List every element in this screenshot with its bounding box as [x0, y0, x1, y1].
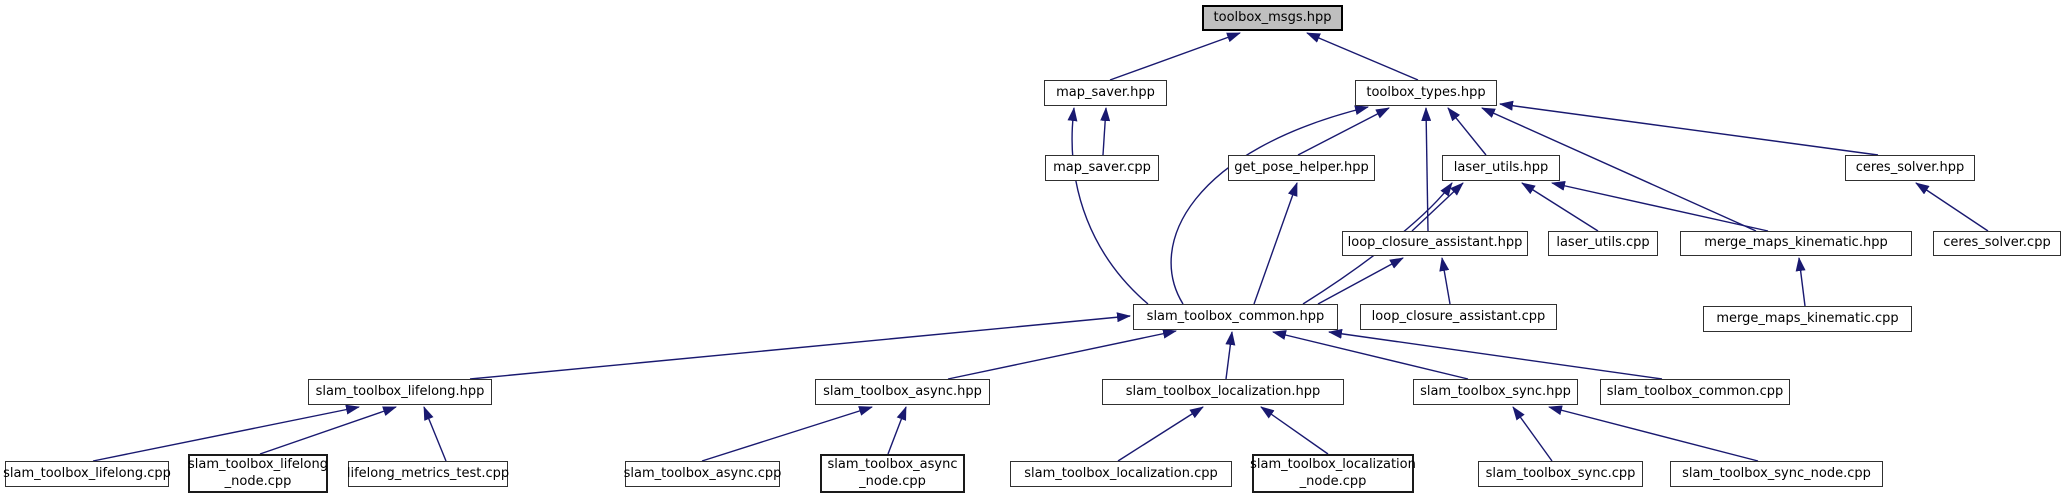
node-merge-maps-kinematic-hpp[interactable]: merge_maps_kinematic.hpp: [1680, 231, 1912, 256]
edge-loop-closure-assistant-hpp-to-laser-utils-hpp: [1411, 182, 1464, 232]
edge-slam-toolbox-sync-node-cpp-to-slam-toolbox-sync-hpp: [1548, 405, 1759, 462]
node-map-saver-cpp[interactable]: map_saver.cpp: [1045, 155, 1159, 181]
node-slam-toolbox-async-node-cpp[interactable]: slam_toolbox_async _node.cpp: [820, 454, 965, 493]
edge-slam-toolbox-lifelong-hpp-to-slam-toolbox-common-hpp: [469, 312, 1131, 380]
node-loop-closure-assistant-cpp[interactable]: loop_closure_assistant.cpp: [1360, 304, 1557, 330]
node-slam-toolbox-async-hpp[interactable]: slam_toolbox_async.hpp: [815, 379, 990, 405]
edge-ceres-solver-cpp-to-ceres-solver-hpp: [1915, 182, 1989, 232]
edge-loop-closure-assistant-cpp-to-loop-closure-assistant-hpp: [1439, 257, 1451, 305]
edge-merge-maps-kinematic-hpp-to-toolbox-types-hpp: [1481, 107, 1757, 232]
edge-slam-toolbox-async-node-cpp-to-slam-toolbox-async-hpp: [887, 406, 907, 455]
edge-slam-toolbox-localization-hpp-to-slam-toolbox-common-hpp: [1225, 331, 1236, 380]
node-get-pose-helper-hpp[interactable]: get_pose_helper.hpp: [1228, 155, 1375, 181]
node-slam-toolbox-sync-cpp[interactable]: slam_toolbox_sync.cpp: [1478, 461, 1643, 487]
node-toolbox-types-hpp[interactable]: toolbox_types.hpp: [1355, 80, 1497, 106]
edge-slam-toolbox-localization-cpp-to-slam-toolbox-localization-hpp: [1117, 406, 1204, 462]
edge-get-pose-helper-hpp-to-toolbox-types-hpp: [1297, 107, 1390, 156]
node-slam-toolbox-lifelong-node-cpp[interactable]: slam_toolbox_lifelong _node.cpp: [188, 454, 328, 493]
node-slam-toolbox-common-hpp[interactable]: slam_toolbox_common.hpp: [1133, 304, 1338, 330]
edge-slam-toolbox-common-cpp-to-slam-toolbox-common-hpp: [1328, 328, 1663, 380]
edge-slam-toolbox-common-hpp-to-map-saver-hpp: [1067, 107, 1149, 305]
edge-merge-maps-kinematic-hpp-to-laser-utils-hpp: [1551, 180, 1769, 232]
edge-laser-utils-cpp-to-laser-utils-hpp: [1521, 182, 1599, 232]
edge-slam-toolbox-lifelong-cpp-to-slam-toolbox-lifelong-hpp: [92, 404, 360, 462]
edge-ceres-solver-hpp-to-toolbox-types-hpp: [1499, 100, 1879, 156]
node-map-saver-hpp[interactable]: map_saver.hpp: [1044, 80, 1167, 106]
node-slam-toolbox-common-cpp[interactable]: slam_toolbox_common.cpp: [1600, 379, 1790, 405]
edge-slam-toolbox-sync-cpp-to-slam-toolbox-sync-hpp: [1512, 406, 1553, 462]
edge-lifelong-metrics-test-cpp-to-slam-toolbox-lifelong-hpp: [423, 406, 447, 462]
edge-laser-utils-hpp-to-toolbox-types-hpp: [1447, 107, 1487, 156]
edge-slam-toolbox-localization-node-cpp-to-slam-toolbox-localization-hpp: [1260, 406, 1329, 455]
node-slam-toolbox-sync-node-cpp[interactable]: slam_toolbox_sync_node.cpp: [1670, 461, 1883, 487]
node-slam-toolbox-lifelong-cpp[interactable]: slam_toolbox_lifelong.cpp: [3, 461, 171, 487]
node-slam-toolbox-localization-cpp[interactable]: slam_toolbox_localization.cpp: [1010, 461, 1232, 487]
edge-slam-toolbox-common-hpp-to-get-pose-helper-hpp: [1253, 182, 1298, 305]
edge-slam-toolbox-lifelong-node-cpp-to-slam-toolbox-lifelong-hpp: [259, 406, 397, 455]
node-laser-utils-cpp[interactable]: laser_utils.cpp: [1548, 231, 1658, 256]
node-laser-utils-hpp[interactable]: laser_utils.hpp: [1442, 155, 1560, 181]
edge-slam-toolbox-async-hpp-to-slam-toolbox-common-hpp: [947, 328, 1177, 380]
node-merge-maps-kinematic-cpp[interactable]: merge_maps_kinematic.cpp: [1703, 306, 1912, 332]
node-ceres-solver-hpp[interactable]: ceres_solver.hpp: [1845, 155, 1975, 181]
node-toolbox-msgs-hpp: toolbox_msgs.hpp: [1202, 5, 1343, 31]
node-ceres-solver-cpp[interactable]: ceres_solver.cpp: [1933, 231, 2061, 256]
edge-slam-toolbox-common-hpp-to-toolbox-types-hpp: [1170, 105, 1369, 305]
node-slam-toolbox-async-cpp[interactable]: slam_toolbox_async.cpp: [624, 461, 781, 487]
edge-map-saver-hpp-to-toolbox-msgs-hpp: [1109, 32, 1241, 81]
node-slam-toolbox-sync-hpp[interactable]: slam_toolbox_sync.hpp: [1413, 379, 1578, 405]
edge-map-saver-cpp-to-map-saver-hpp: [1100, 107, 1111, 156]
edge-toolbox-types-hpp-to-toolbox-msgs-hpp: [1306, 32, 1419, 81]
edge-slam-toolbox-common-hpp-to-loop-closure-assistant-hpp: [1317, 257, 1404, 305]
edge-merge-maps-kinematic-cpp-to-merge-maps-kinematic-hpp: [1795, 257, 1806, 307]
edge-slam-toolbox-sync-hpp-to-slam-toolbox-common-hpp: [1272, 330, 1469, 380]
node-loop-closure-assistant-hpp[interactable]: loop_closure_assistant.hpp: [1342, 231, 1528, 256]
node-lifelong-metrics-test-cpp[interactable]: lifelong_metrics_test.cpp: [347, 461, 509, 487]
edge-slam-toolbox-async-cpp-to-slam-toolbox-async-hpp: [701, 406, 873, 462]
node-slam-toolbox-localization-hpp[interactable]: slam_toolbox_localization.hpp: [1102, 379, 1344, 405]
node-slam-toolbox-localization-node-cpp[interactable]: slam_toolbox_localization _node.cpp: [1250, 454, 1416, 493]
node-slam-toolbox-lifelong-hpp[interactable]: slam_toolbox_lifelong.hpp: [308, 379, 492, 405]
